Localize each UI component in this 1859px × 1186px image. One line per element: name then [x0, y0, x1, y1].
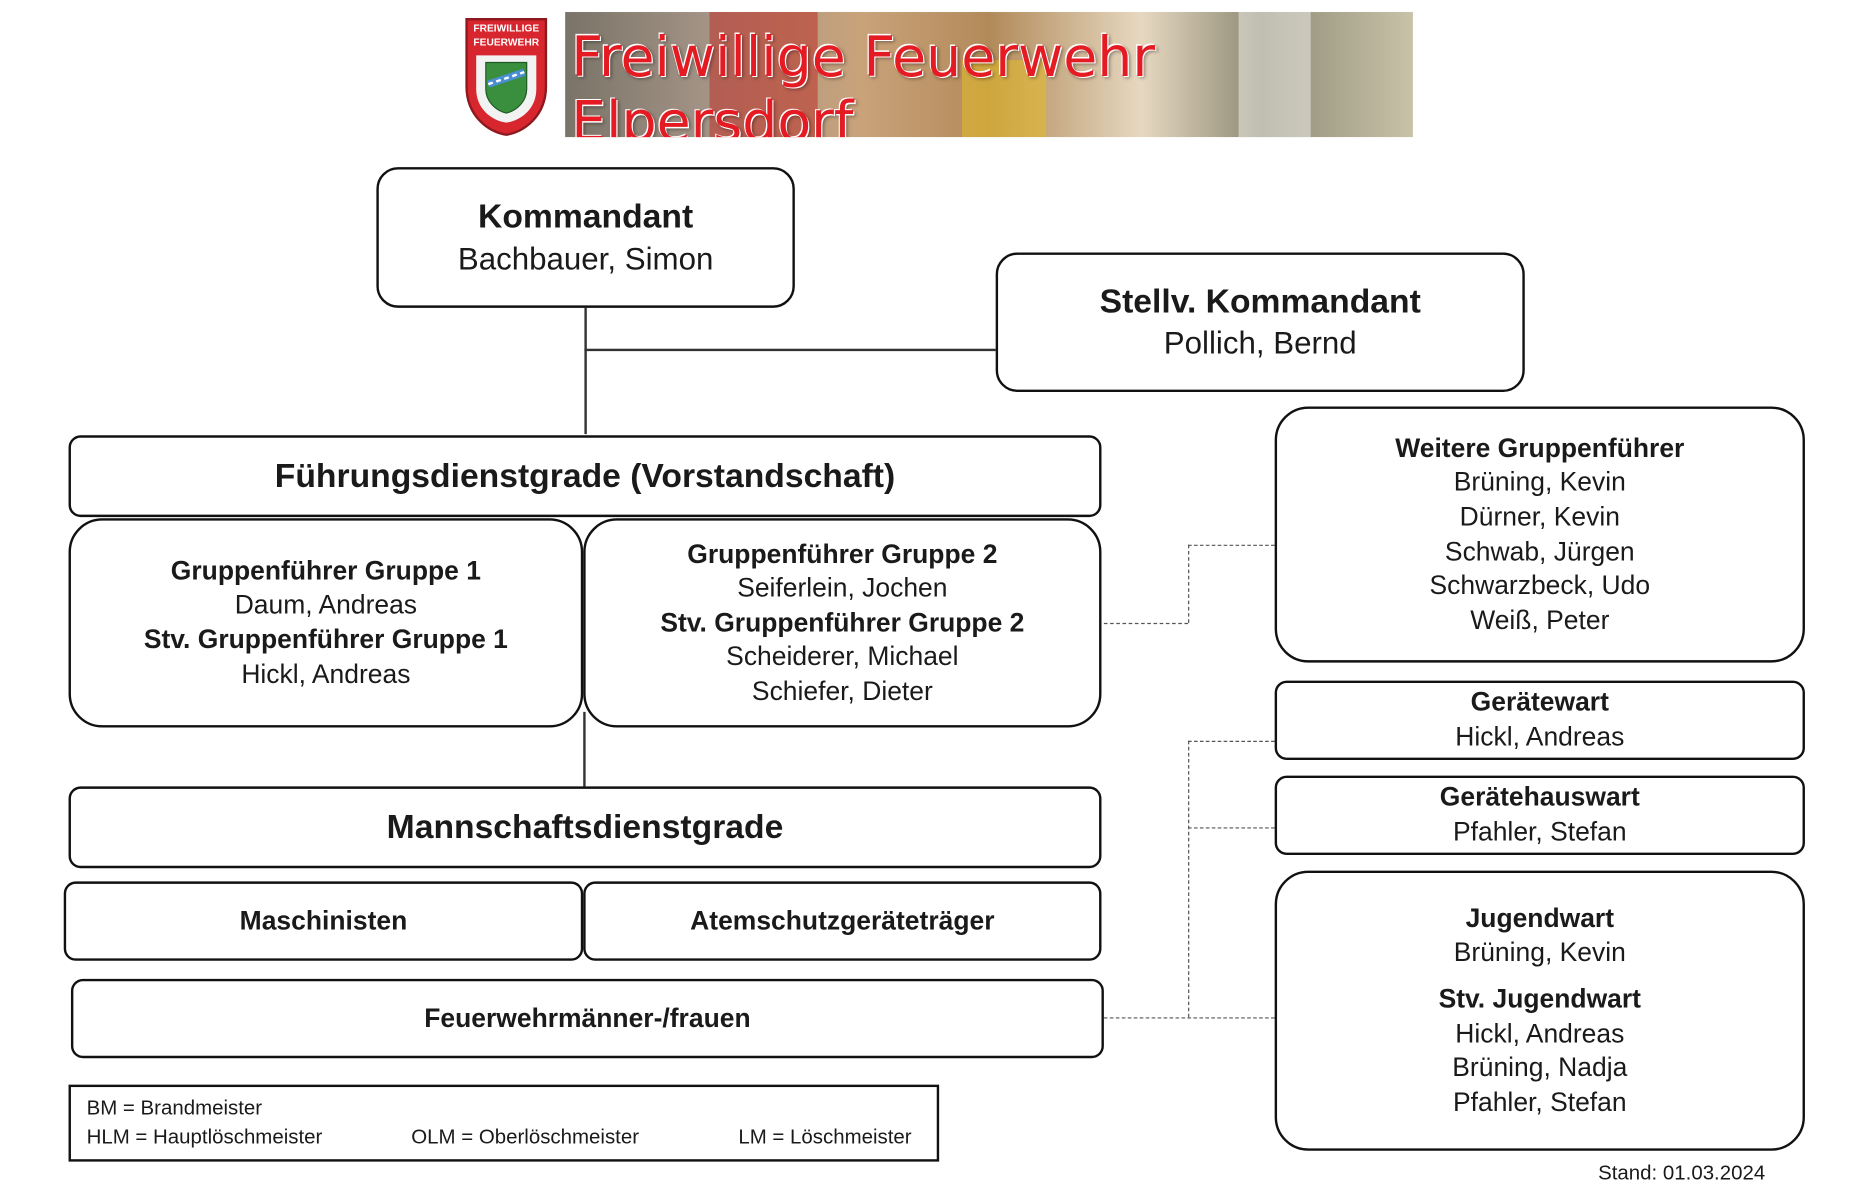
weitere-name: Dürner, Kevin [1459, 501, 1620, 532]
geraetewart-name: Hickl, Andreas [1455, 721, 1625, 752]
gruppe2-stv-name: Scheiderer, Michael [726, 641, 959, 672]
feuerwehrmaenner-title: Feuerwehrmänner-/frauen [424, 1002, 751, 1033]
mannschaftsdienstgrade-title: Mannschaftsdienstgrade [386, 808, 784, 846]
gruppe1-stv-title: Stv. Gruppenführer Gruppe 1 [143, 624, 508, 655]
mannschaftsdienstgrade-box: Mannschaftsdienstgrade [68, 786, 1102, 869]
weitere-name: Brüning, Kevin [1453, 466, 1626, 498]
logo-text-line2: FEUERWEHR [473, 38, 539, 49]
legend-hlm: HLM = Hauptlöschmeister [86, 1125, 323, 1149]
atemschutz-title: Atemschutzgeräteträger [690, 905, 995, 936]
weitere-title: Weitere Gruppenführer [1395, 432, 1685, 463]
kommandant-title: Kommandant [478, 197, 694, 235]
dashed-connector-weitere-3 [1188, 544, 1275, 546]
stellv-kommandant-box: Stellv. Kommandant Pollich, Bernd [995, 252, 1525, 393]
atemschutz-box: Atemschutzgeräteträger [583, 881, 1102, 961]
jugendwart-title: Jugendwart [1465, 902, 1615, 933]
stv-jugendwart-name: Hickl, Andreas [1455, 1017, 1625, 1048]
gruppe1-stv-name: Hickl, Andreas [241, 658, 411, 689]
gruppe2-title: Gruppenführer Gruppe 2 [687, 538, 998, 569]
gruppe1-box: Gruppenführer Gruppe 1 Daum, Andreas Stv… [68, 518, 584, 728]
header-banner: Freiwillige Feuerwehr Elpersdorf [565, 12, 1413, 138]
logo-text-line1: FREIWILLIGE [473, 23, 539, 34]
stv-jugendwart-name: Pfahler, Stefan [1453, 1086, 1627, 1117]
geraetewart-title: Gerätewart [1470, 687, 1609, 718]
kommandant-name: Bachbauer, Simon [457, 240, 714, 277]
weitere-name: Weiß, Peter [1470, 604, 1610, 635]
maschinisten-title: Maschinisten [239, 905, 408, 936]
jugendwart-box: Jugendwart Brüning, Kevin Stv. Jugendwar… [1274, 870, 1805, 1151]
gruppe2-name: Seiferlein, Jochen [737, 572, 948, 603]
geraetehauswart-box: Gerätehauswart Pfahler, Stefan [1274, 775, 1805, 855]
connector-groups-to-mannschaft [583, 711, 586, 787]
legend-bm: BM = Brandmeister [86, 1096, 263, 1120]
stellv-kommandant-title: Stellv. Kommandant [1099, 282, 1421, 320]
stv-jugendwart-name: Brüning, Nadja [1452, 1052, 1628, 1083]
maschinisten-box: Maschinisten [63, 881, 584, 961]
feuerwehrmaenner-box: Feuerwehrmänner-/frauen [70, 978, 1104, 1059]
legend-olm: OLM = Oberlöschmeister [411, 1125, 640, 1149]
geraetehauswart-title: Gerätehauswart [1439, 782, 1640, 813]
dashed-connector-feuerwehr [1103, 1017, 1275, 1019]
weitere-name: Schwarzbeck, Udo [1429, 570, 1651, 601]
banner-title: Freiwillige Feuerwehr Elpersdorf [571, 24, 1156, 138]
kommandant-box: Kommandant Bachbauer, Simon [376, 167, 795, 308]
dashed-connector-geraetehauswart [1188, 827, 1275, 829]
stv-jugendwart-title: Stv. Jugendwart [1438, 983, 1641, 1014]
fire-brigade-logo: FREIWILLIGE FEUERWEHR [462, 14, 551, 137]
gruppe1-name: Daum, Andreas [234, 589, 418, 620]
geraetehauswart-name: Pfahler, Stefan [1453, 816, 1627, 847]
geraetewart-box: Gerätewart Hickl, Andreas [1274, 680, 1805, 760]
dashed-connector-weitere-1 [1103, 622, 1189, 625]
connector-kommandant-down [584, 307, 587, 435]
connector-to-stellv [584, 348, 996, 351]
gruppe1-title: Gruppenführer Gruppe 1 [170, 555, 481, 586]
stellv-kommandant-name: Pollich, Bernd [1163, 325, 1357, 362]
jugendwart-name: Brüning, Kevin [1453, 937, 1626, 968]
legend-lm: LM = Löschmeister [738, 1125, 912, 1149]
gruppe2-stv-title: Stv. Gruppenführer Gruppe 2 [660, 606, 1025, 637]
fuehrungsdienstgrade-title: Führungsdienstgrade (Vorstandschaft) [274, 456, 896, 495]
stand-date: Stand: 01.03.2024 [1598, 1161, 1766, 1185]
dashed-connector-geraetewart [1188, 740, 1275, 742]
weitere-gruppenfuehrer-box: Weitere Gruppenführer Brüning, Kevin Dür… [1274, 406, 1805, 663]
legend-box: BM = Brandmeister HLM = Hauptlöschmeiste… [68, 1084, 940, 1162]
gruppe2-stv-name: Schiefer, Dieter [751, 675, 933, 706]
weitere-name: Schwab, Jürgen [1444, 535, 1635, 566]
dashed-connector-right-vertical [1188, 740, 1190, 1018]
gruppe2-box: Gruppenführer Gruppe 2 Seiferlein, Joche… [583, 518, 1102, 728]
fuehrungsdienstgrade-box: Führungsdienstgrade (Vorstandschaft) [68, 435, 1102, 518]
dashed-connector-weitere-2 [1188, 544, 1190, 623]
